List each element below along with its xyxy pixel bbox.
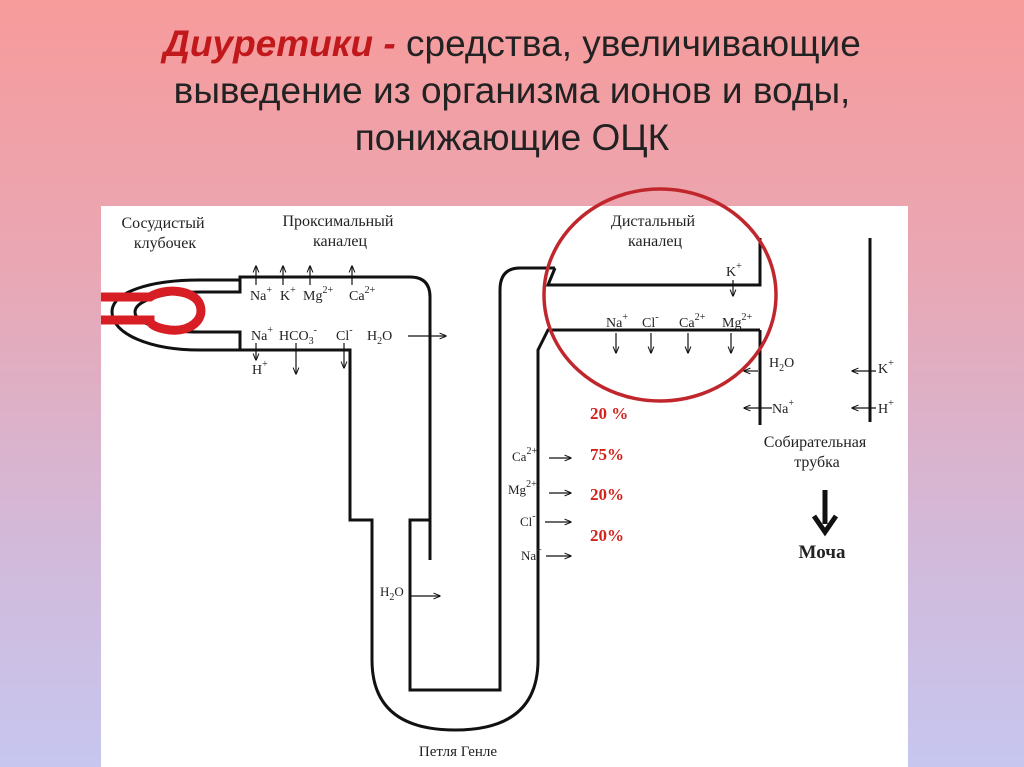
- ion-label: HCO3-: [279, 325, 317, 347]
- percent-label: 20 %: [590, 404, 628, 423]
- ion-label: Ca2+: [349, 285, 376, 304]
- ion-label: H2O: [769, 356, 794, 374]
- ion-label: H+: [878, 398, 894, 417]
- nephron-diagram-panel: [101, 206, 908, 767]
- ion-label: Mg2+: [722, 312, 752, 331]
- ion-label: Na+: [772, 398, 794, 417]
- ion-label: K+: [280, 285, 296, 304]
- percent-label: 20%: [590, 485, 624, 504]
- distal-tubule-label: Дистальный каналец: [611, 213, 699, 250]
- percent-label: 75%: [590, 445, 624, 464]
- title-line1-rest: средства, увеличивающие: [406, 23, 861, 64]
- collecting-duct-label: Собирательная трубка: [764, 434, 870, 471]
- ion-label: Ca2+: [679, 312, 706, 331]
- title-line-1: Диуретики - средства, увеличивающие: [0, 20, 1024, 67]
- title-line-3: понижающие ОЦК: [354, 117, 670, 158]
- slide-title: Диуретики - средства, увеличивающие выве…: [0, 20, 1024, 161]
- proximal-tubule-label: Проксимальный каналец: [282, 213, 397, 250]
- henle-loop-label: Петля Генле: [419, 744, 498, 760]
- ion-label: Na+: [250, 285, 272, 304]
- ion-label: H2O: [380, 584, 404, 603]
- urine-arrow-icon: [811, 490, 839, 537]
- ion-label: Ca2+: [512, 446, 537, 464]
- title-line-2: выведение из организма ионов и воды,: [173, 70, 851, 111]
- ion-label: K+: [726, 261, 742, 280]
- transport-arrows: [256, 266, 876, 596]
- glomerulus-shape: [101, 278, 242, 352]
- ion-labels: Na+ K+ Mg2+ Ca2+ Na+ HCO3- Cl- H2O H+ K+ Na+ Cl- Ca2…: [250, 261, 894, 603]
- ion-label: Mg2+: [303, 285, 333, 304]
- urine-label: Моча: [799, 542, 846, 563]
- ion-label: Cl-: [336, 325, 353, 344]
- ion-label: Mg2+: [508, 479, 537, 497]
- ion-label: Cl-: [642, 312, 659, 331]
- ion-label: H2O: [367, 329, 392, 347]
- ion-label: Na+: [606, 312, 628, 331]
- ion-label: Na+: [521, 545, 542, 563]
- title-term: Диуретики -: [163, 23, 396, 64]
- proximal-tubule-shape: [238, 275, 432, 660]
- henle-loop-shape: [370, 659, 540, 732]
- ion-label: K+: [878, 358, 894, 377]
- glomerulus-label: Сосудистый клубочек: [121, 215, 208, 252]
- percent-label: 20%: [590, 526, 624, 545]
- ascending-limb-shape: [498, 266, 760, 660]
- ion-label: H+: [252, 359, 268, 378]
- distal-highlight-circle: [542, 187, 778, 403]
- ion-label: Cl-: [520, 511, 536, 529]
- ion-label: Na+: [251, 325, 273, 344]
